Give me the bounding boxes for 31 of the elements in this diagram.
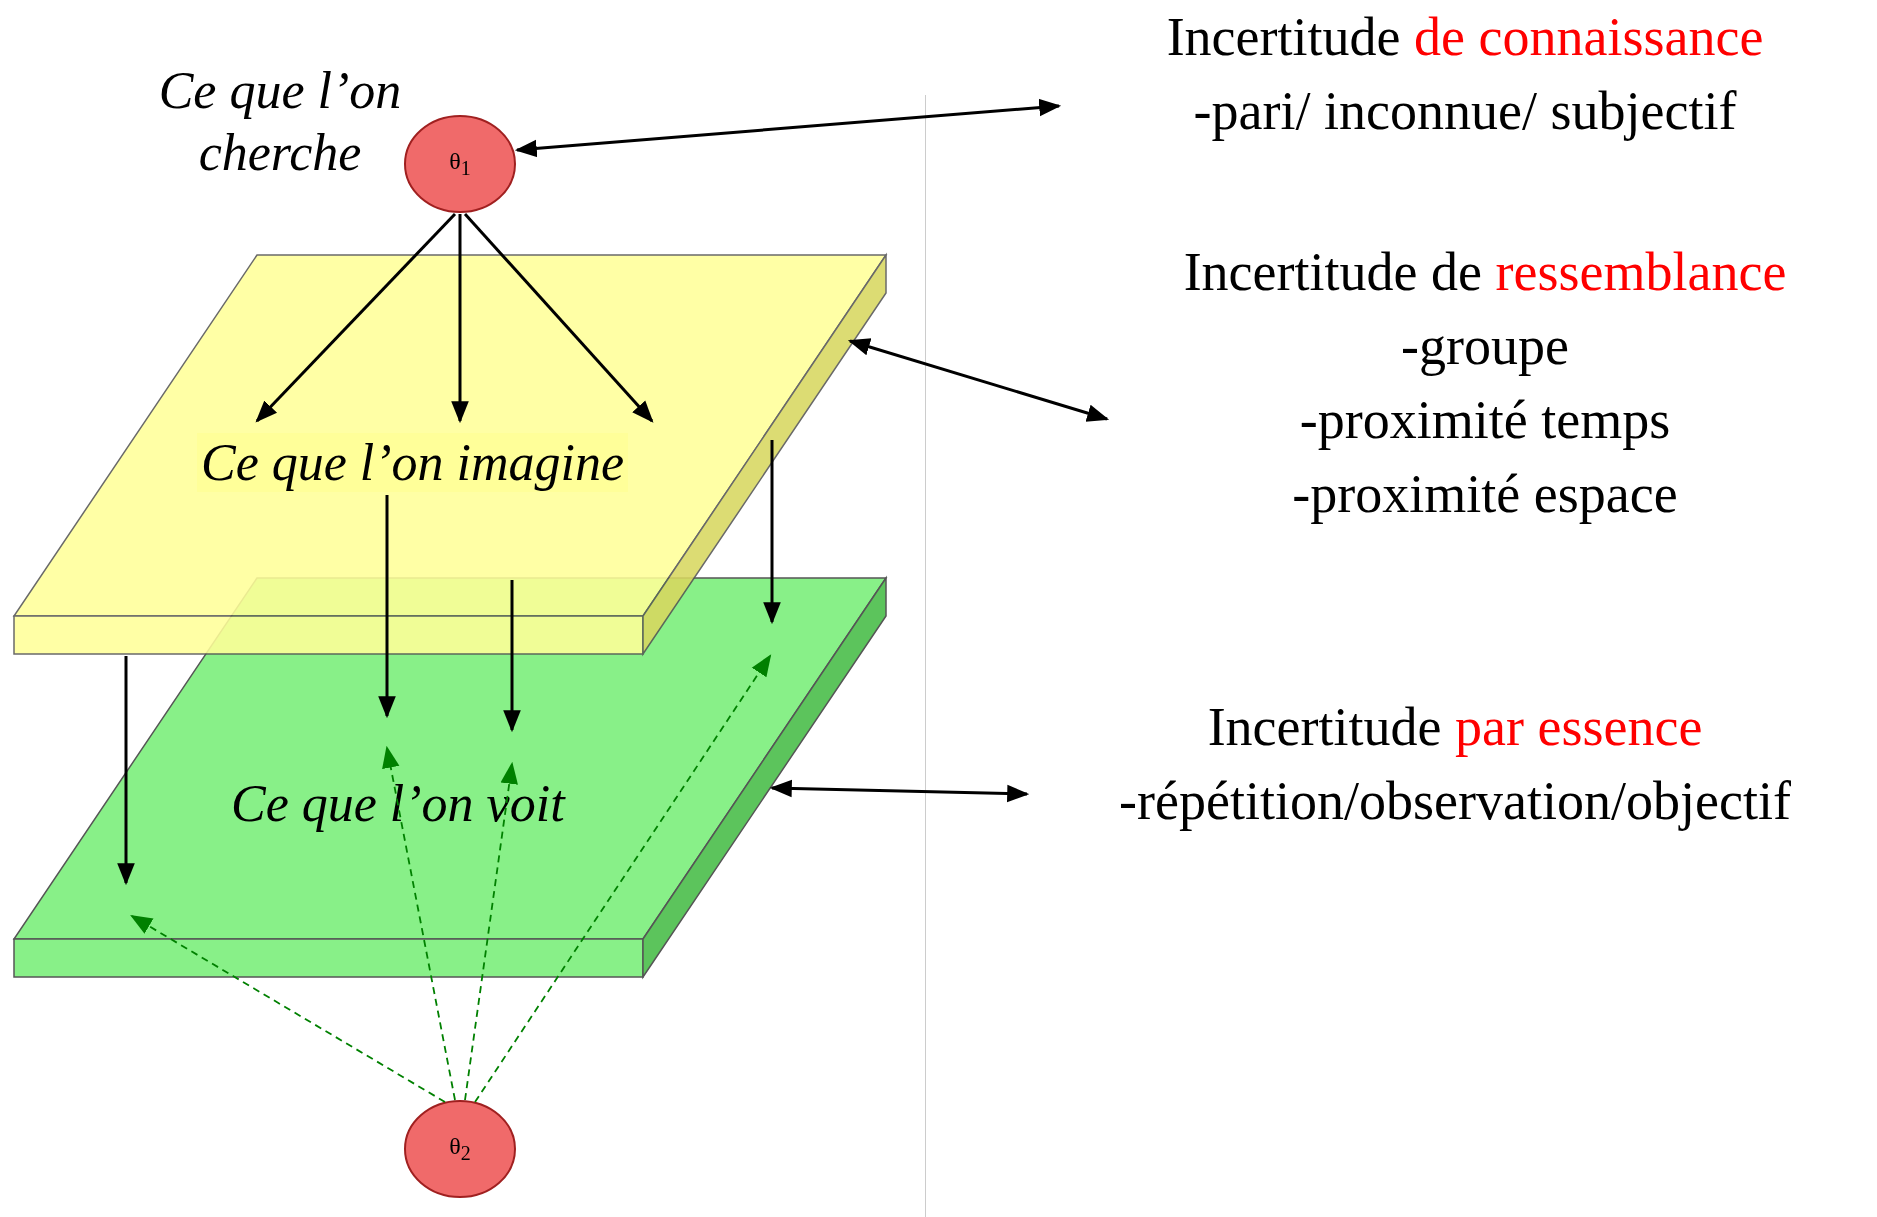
layer-plane: [14, 255, 886, 655]
arrow: [463, 213, 654, 423]
heading-text: Incertitude: [1166, 7, 1401, 67]
list-item: -proximité temps: [1298, 389, 1672, 452]
arrow: [255, 212, 457, 423]
list-item: -pari/ inconnue/ subjectif: [1192, 80, 1738, 143]
symbol-label: θ$_{1}$: [449, 148, 471, 180]
arrow: [503, 580, 521, 733]
parameter-circle: [403, 1099, 517, 1199]
parameter-circle: [403, 114, 517, 214]
highlighted-text: par essence: [1455, 697, 1703, 757]
highlighted-text: de connaissance: [1414, 7, 1764, 67]
arrow: [514, 98, 1062, 158]
arrow: [117, 656, 135, 886]
arrow: [847, 338, 1110, 422]
heading-text: Incertitude de: [1183, 242, 1482, 302]
caption-text: Ce que l’on cherche: [157, 61, 403, 183]
arrow: [769, 779, 1030, 803]
list-item: -groupe: [1400, 315, 1570, 378]
layer-title: Ce que l’on imagine: [197, 433, 629, 492]
symbol-label: θ$_{2}$: [449, 1133, 471, 1165]
highlighted-text: ressemblance: [1495, 242, 1787, 302]
arrow: [382, 745, 456, 1101]
arrow: [474, 654, 772, 1103]
list-item: -proximité espace: [1291, 463, 1679, 526]
arrow: [130, 914, 446, 1103]
arrow: [464, 761, 518, 1101]
arrow: [451, 214, 469, 424]
heading-text: Incertitude: [1207, 697, 1442, 757]
list-item: -répétition/observation/objectif: [1118, 770, 1792, 833]
arrow: [378, 495, 396, 719]
